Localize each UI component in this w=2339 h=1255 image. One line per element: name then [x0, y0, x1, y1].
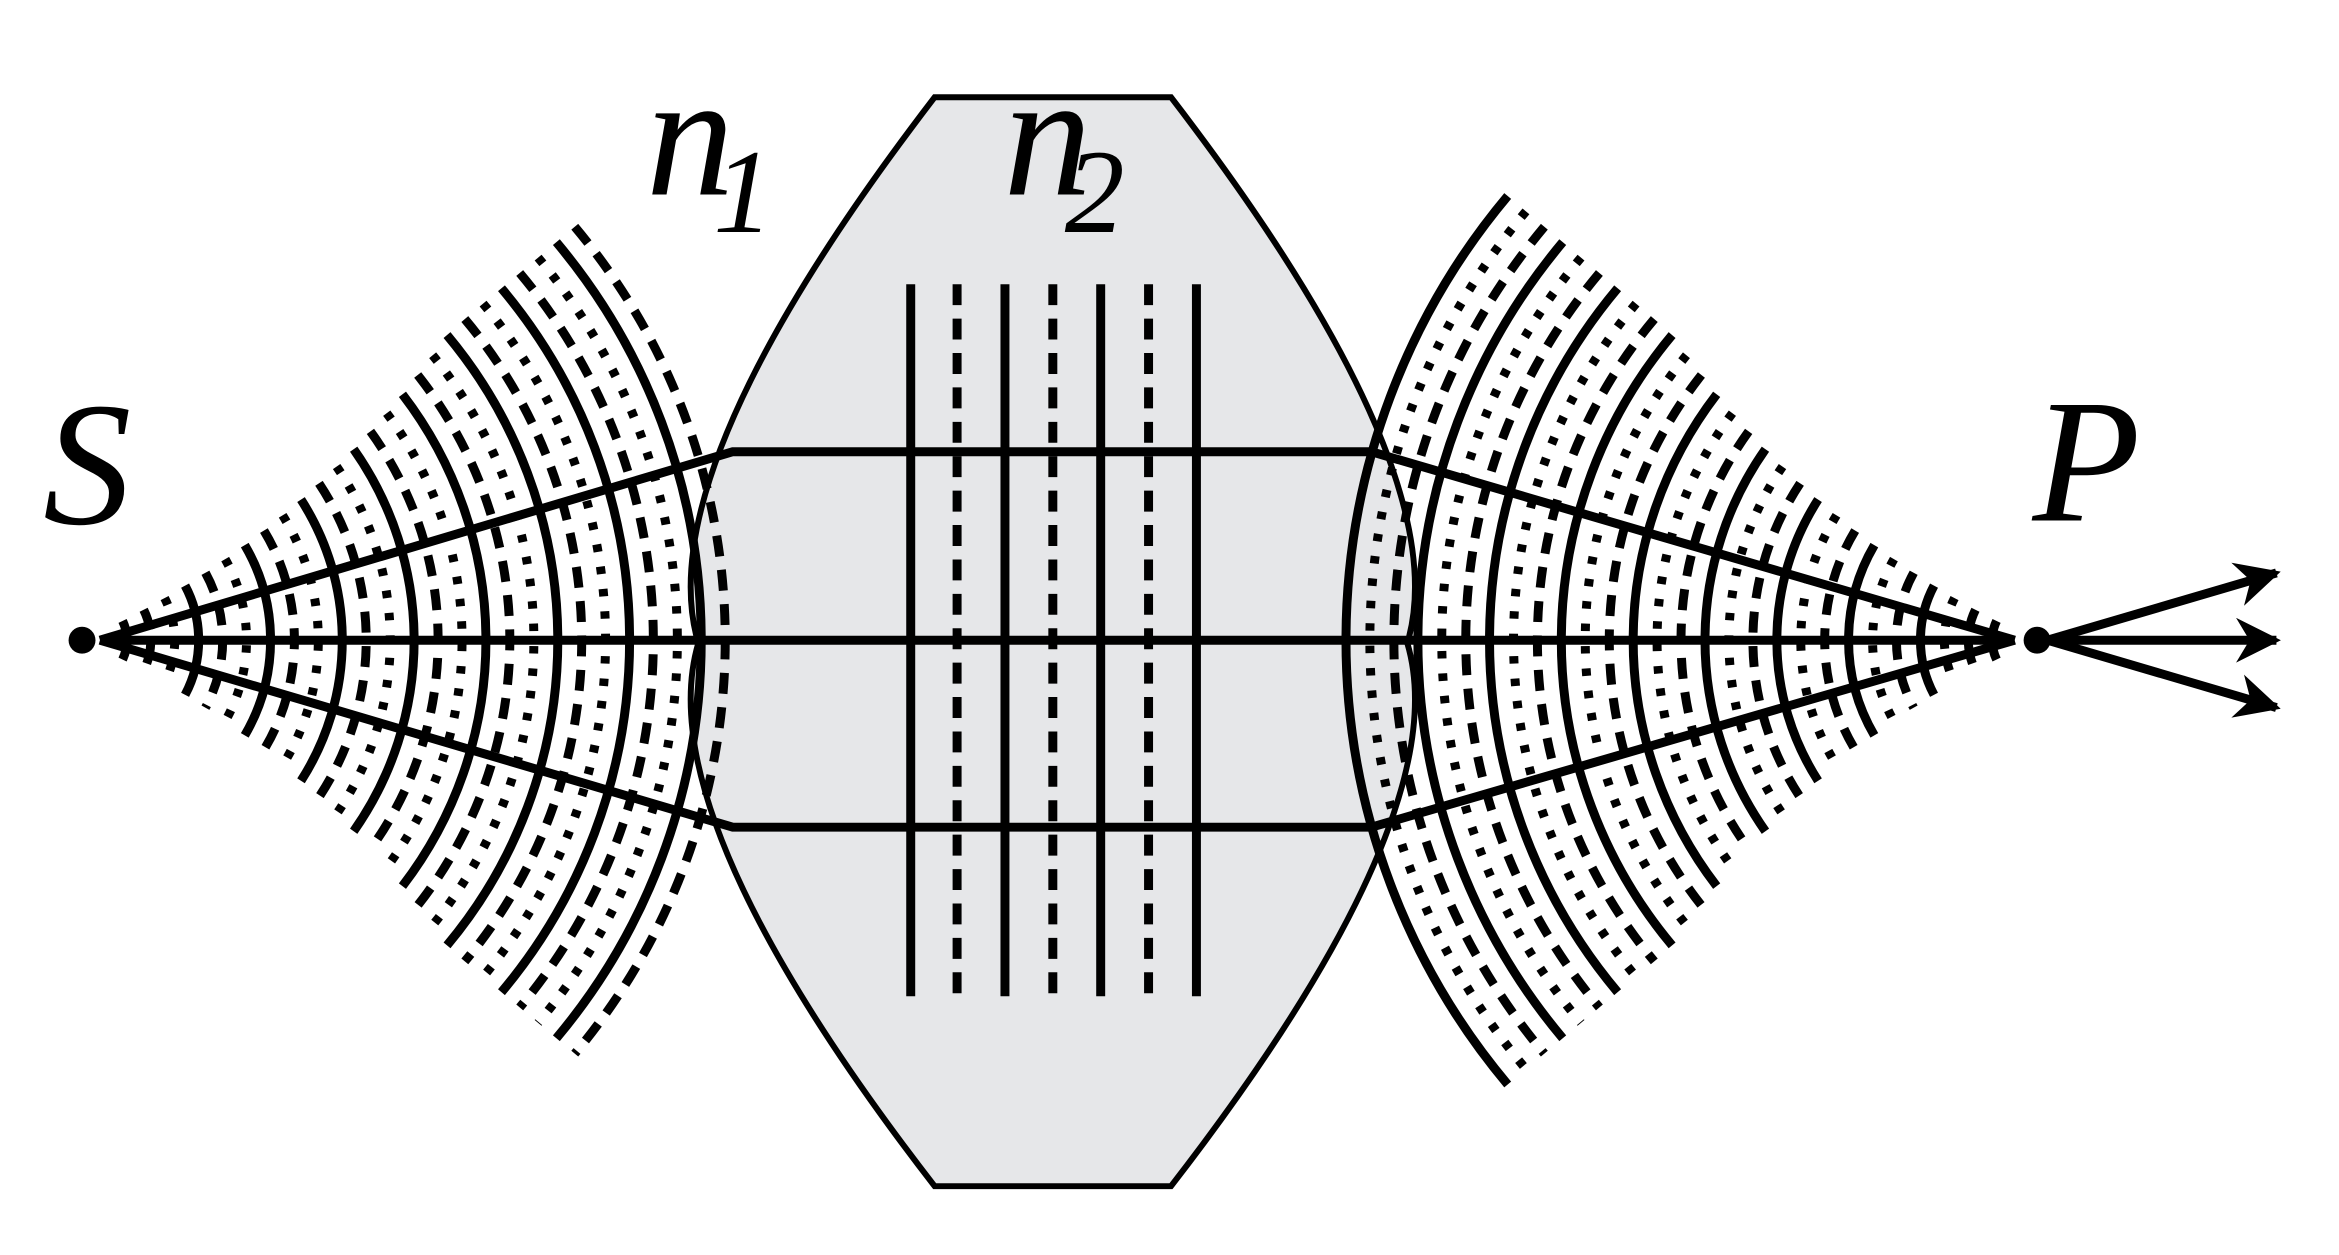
right-wavefront	[1963, 607, 1980, 673]
right-wavefront	[1748, 480, 1804, 800]
ray-lower	[98, 635, 2016, 832]
arrow-upper	[2046, 562, 2281, 645]
source-point	[68, 626, 96, 654]
left-wavefront	[139, 607, 156, 673]
rays	[98, 447, 2281, 832]
right-wavefront	[1652, 410, 1736, 870]
arrow-lower	[2046, 635, 2281, 718]
left-wavefront	[383, 410, 467, 870]
source-label: S	[43, 368, 131, 563]
right-wavefront	[1580, 352, 1690, 928]
medium2-subscript: 2	[1065, 125, 1125, 258]
left-wavefront	[429, 352, 539, 928]
ray-upper	[98, 447, 2016, 645]
left-wavefront	[278, 512, 323, 768]
right-wavefront	[1365, 208, 1530, 1072]
left-wavefront	[315, 480, 371, 800]
medium1-subscript: 1	[713, 125, 773, 258]
medium2-label: n	[1003, 38, 1091, 233]
image-point	[2023, 626, 2051, 654]
medium1-label: n	[646, 38, 734, 233]
image-label: P	[2032, 365, 2141, 560]
right-wavefront	[1796, 512, 1841, 768]
